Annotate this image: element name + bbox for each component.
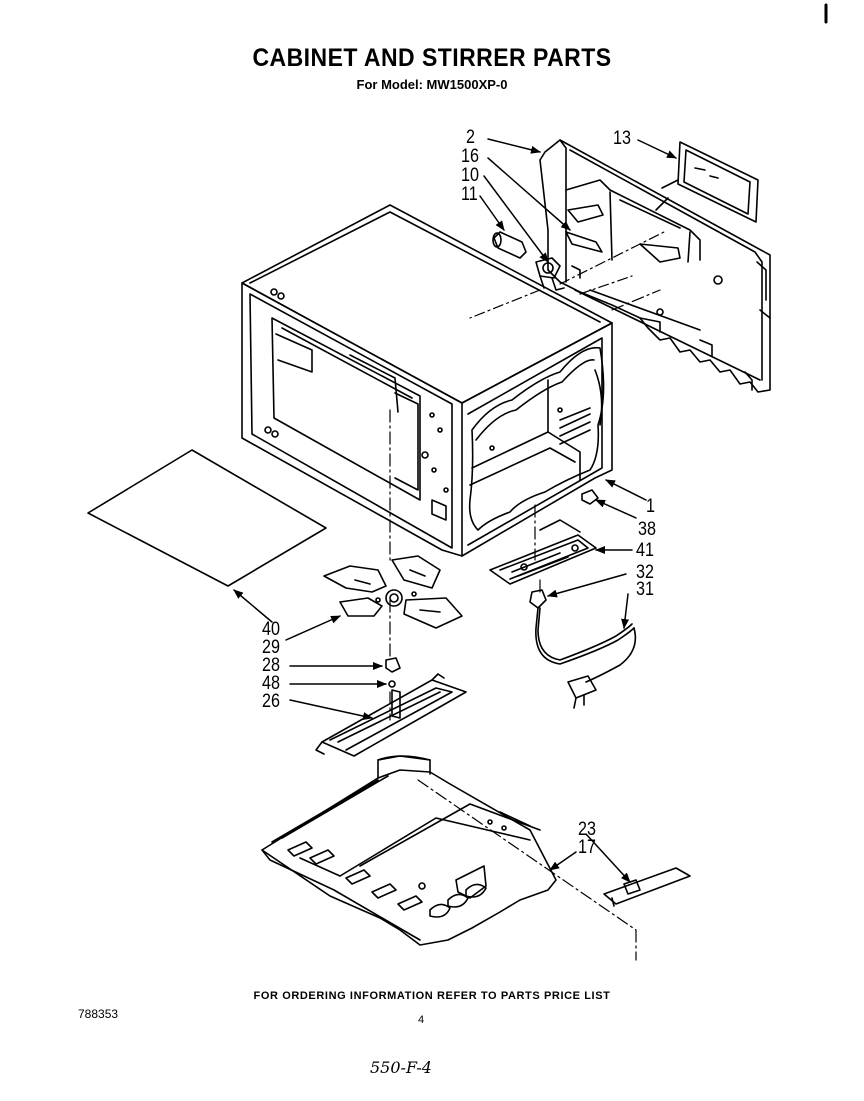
screw-part-28 (386, 658, 400, 672)
stirrer-support-part-26 (316, 674, 466, 756)
callout-2: 2 (466, 127, 475, 148)
leader-lines (233, 139, 677, 882)
page-number: 4 (418, 1014, 425, 1026)
callout-11: 11 (461, 184, 478, 205)
callout-1: 1 (646, 496, 655, 517)
alignment-guides-top (470, 232, 664, 318)
callout-40: 40 (262, 619, 280, 640)
callout-28: 28 (262, 655, 280, 676)
back-panel-part-2 (540, 140, 770, 392)
callout-23: 23 (578, 819, 596, 840)
power-cord-parts-32-31 (530, 590, 635, 708)
sheet-part-40 (88, 450, 326, 586)
callout-26: 26 (262, 691, 280, 712)
foot-part-38 (582, 490, 598, 504)
callout-31: 31 (636, 579, 654, 600)
callout-17: 17 (578, 837, 596, 858)
page-title: CABINET AND STIRRER PARTS (252, 44, 612, 72)
callout-13: 13 (613, 128, 631, 149)
small-bracket-part-23 (604, 868, 690, 906)
callout-41: 41 (636, 540, 654, 561)
lamp-assembly-parts-16-10-11 (493, 232, 602, 290)
callout-16: 16 (461, 146, 479, 167)
handwritten-note: 550-F-4 (370, 1058, 432, 1077)
callout-29: 29 (262, 637, 280, 658)
stirrer-blade-part-29 (324, 556, 462, 628)
alignment-guides-middle (390, 290, 660, 960)
callout-32: 32 (636, 562, 654, 583)
callout-10: 10 (461, 165, 479, 186)
callout-38: 38 (638, 519, 656, 540)
base-plate-part-17 (262, 756, 556, 945)
cabinet-part-1 (242, 205, 612, 556)
callout-48: 48 (262, 673, 280, 694)
washer-part-48 (389, 681, 395, 687)
ordering-info-note: FOR ORDERING INFORMATION REFER TO PARTS … (253, 990, 611, 1002)
model-subtitle: For Model: MW1500XP-0 (356, 77, 508, 92)
window-cover-part-13 (656, 142, 758, 222)
document-number: 788353 (78, 1007, 119, 1021)
